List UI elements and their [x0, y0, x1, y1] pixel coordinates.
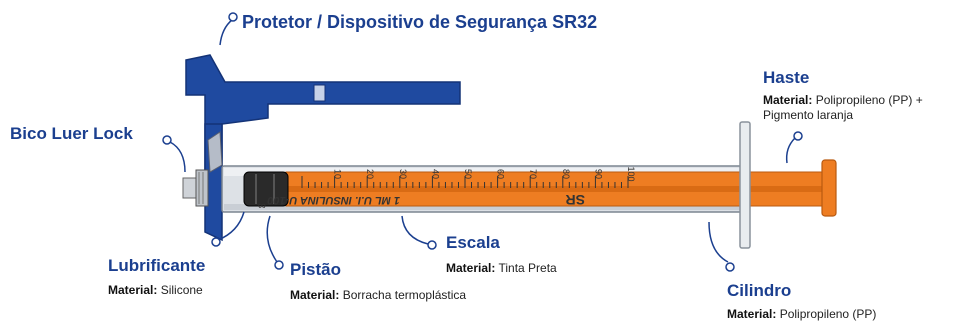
- leader-protetor-dot: [228, 12, 238, 22]
- label-protetor: Protetor / Dispositivo de Segurança SR32: [242, 12, 598, 32]
- scale-number: 70: [528, 169, 538, 179]
- scale-number: 30: [398, 169, 408, 179]
- leader-cilindro-dot: [725, 262, 735, 272]
- leader-lubrificante: [217, 211, 245, 241]
- safety-shield: [185, 54, 461, 242]
- material-pistao-key: Material:: [290, 288, 340, 302]
- leader-bico: [169, 141, 186, 173]
- material-lubrificante: Material: Silicone: [108, 283, 203, 298]
- scale-ticks: [301, 176, 629, 188]
- material-cilindro-value: Polipropileno (PP): [779, 307, 877, 321]
- material-cilindro-key: Material:: [727, 307, 777, 321]
- barrel-infinity-mark: ∞: [258, 200, 266, 212]
- label-lubrificante: Lubrificante: [108, 256, 206, 275]
- leader-pistao: [266, 215, 278, 263]
- leader-escala-dot: [427, 240, 437, 250]
- luer-lock-tip: [182, 169, 209, 207]
- material-escala-value: Tinta Preta: [498, 261, 557, 275]
- scale-number: 80: [561, 169, 571, 179]
- material-escala-key: Material:: [446, 261, 496, 275]
- leader-pistao-dot: [274, 260, 284, 270]
- label-escala: Escala: [446, 233, 500, 252]
- scale-number: 20: [365, 169, 375, 179]
- scale-number: 10: [333, 169, 343, 179]
- leader-haste-dot: [793, 131, 803, 141]
- scale-number: 50: [463, 169, 473, 179]
- barrel-print-text: 1 ML U.I. INSULINA U-100: [266, 194, 400, 206]
- leader-protetor: [219, 19, 233, 46]
- material-haste: Material: Polipropileno (PP) + Pigmento …: [763, 93, 923, 123]
- material-pistao: Material: Borracha termoplástica: [290, 288, 466, 303]
- leader-lubrificante-dot: [211, 237, 221, 247]
- scale-number: 40: [430, 169, 440, 179]
- material-haste-value-2: Pigmento laranja: [763, 108, 854, 122]
- material-pistao-value: Borracha termoplástica: [342, 288, 467, 302]
- scale-number: 90: [593, 169, 603, 179]
- barrel-brand: SR: [566, 192, 585, 208]
- leader-haste: [785, 137, 796, 164]
- leader-cilindro: [708, 221, 729, 263]
- label-cilindro: Cilindro: [727, 281, 792, 300]
- material-haste-key: Material:: [763, 93, 813, 107]
- scale-number: 60: [496, 169, 506, 179]
- material-haste-value: Polipropileno (PP) +: [815, 93, 923, 107]
- scale-number: 100: [626, 166, 636, 181]
- material-lubrificante-value: Silicone: [160, 283, 203, 297]
- label-bico: Bico Luer Lock: [10, 124, 133, 143]
- label-haste: Haste: [763, 68, 810, 87]
- piston: [243, 171, 289, 207]
- label-pistao: Pistão: [290, 260, 342, 279]
- leader-lines: [162, 12, 803, 272]
- scale-numbers: 10 20 30 40 50 60 70 80 90 100: [333, 166, 636, 181]
- leader-escala: [401, 215, 429, 245]
- material-cilindro: Material: Polipropileno (PP): [727, 307, 876, 322]
- material-escala: Material: Tinta Preta: [446, 261, 557, 276]
- leader-bico-dot: [162, 135, 172, 145]
- material-lubrificante-key: Material:: [108, 283, 158, 297]
- finger-flange: [739, 121, 751, 249]
- plunger-rod: [285, 159, 837, 217]
